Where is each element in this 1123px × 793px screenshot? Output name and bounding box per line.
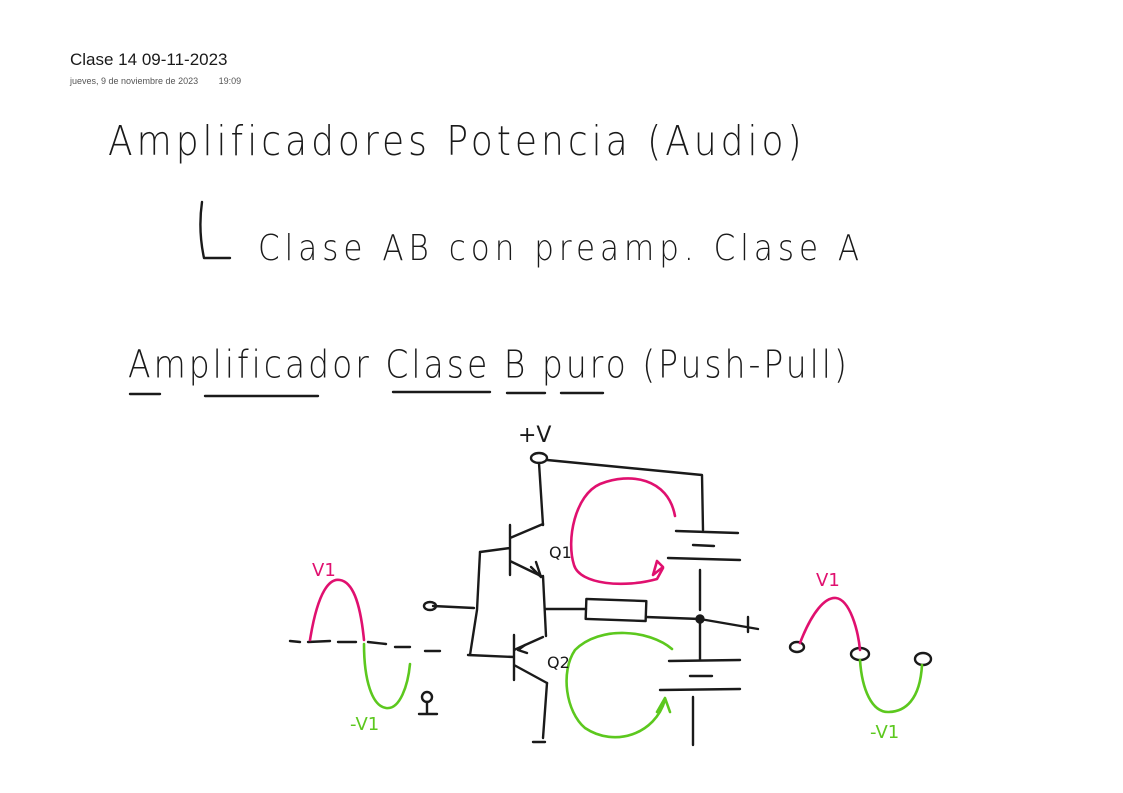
- page-time: 19:09: [218, 76, 242, 86]
- output-node-left: [788, 640, 806, 654]
- input-positive-halfcycle: [308, 578, 366, 642]
- input-node: [422, 600, 438, 612]
- supply-voltage-label: +V: [518, 423, 551, 448]
- base-wire: [431, 550, 482, 657]
- battery-lower: [658, 617, 742, 747]
- q2-loop-arrowhead: [655, 696, 672, 714]
- q2-collector-wire: [541, 681, 549, 740]
- load-resistor: [584, 597, 648, 623]
- q1-emitter-arrow: [529, 560, 543, 579]
- output-positive-label: V1: [816, 570, 840, 591]
- output-negative-label: -V1: [870, 722, 899, 743]
- page-date-time: jueves, 9 de noviembre de 2023 19:09: [70, 76, 241, 86]
- output-node-right: [913, 651, 933, 667]
- supply-node: [529, 451, 549, 465]
- note-heading-line: Amplificadores Potencia (Audio): [108, 118, 806, 166]
- q1-loop-arrowhead: [651, 559, 665, 577]
- q1-current-loop: [569, 477, 677, 586]
- output-negative-halfcycle: [858, 658, 924, 714]
- q1-label: Q1: [549, 543, 572, 562]
- input-positive-label: V1: [312, 560, 336, 581]
- input-ground-node: [420, 690, 434, 704]
- supply-wire: [537, 458, 705, 532]
- q2-label: Q2: [547, 653, 570, 672]
- input-negative-halfcycle: [362, 642, 412, 710]
- page-date: jueves, 9 de noviembre de 2023: [70, 76, 199, 86]
- page-title: Clase 14 09-11-2023: [70, 50, 228, 69]
- emitter-junction-wire: [541, 574, 588, 638]
- q2-transistor: [466, 633, 549, 685]
- battery-upper: [666, 529, 742, 612]
- underline-stroke: [128, 390, 605, 398]
- q1-transistor: [478, 522, 545, 578]
- q2-emitter-arrow: [516, 643, 529, 655]
- note-subitem-line: Clase AB con preamp. Clase A: [258, 228, 865, 270]
- output-positive-halfcycle: [798, 596, 862, 652]
- input-ground-symbol: [417, 700, 439, 716]
- q2-current-loop: [565, 631, 674, 739]
- bracket-stroke: [199, 200, 232, 260]
- input-baseline: [288, 639, 442, 653]
- input-negative-label: -V1: [350, 714, 379, 735]
- note-topic-line: Amplificador Clase B puro (Push-Pull): [128, 342, 850, 387]
